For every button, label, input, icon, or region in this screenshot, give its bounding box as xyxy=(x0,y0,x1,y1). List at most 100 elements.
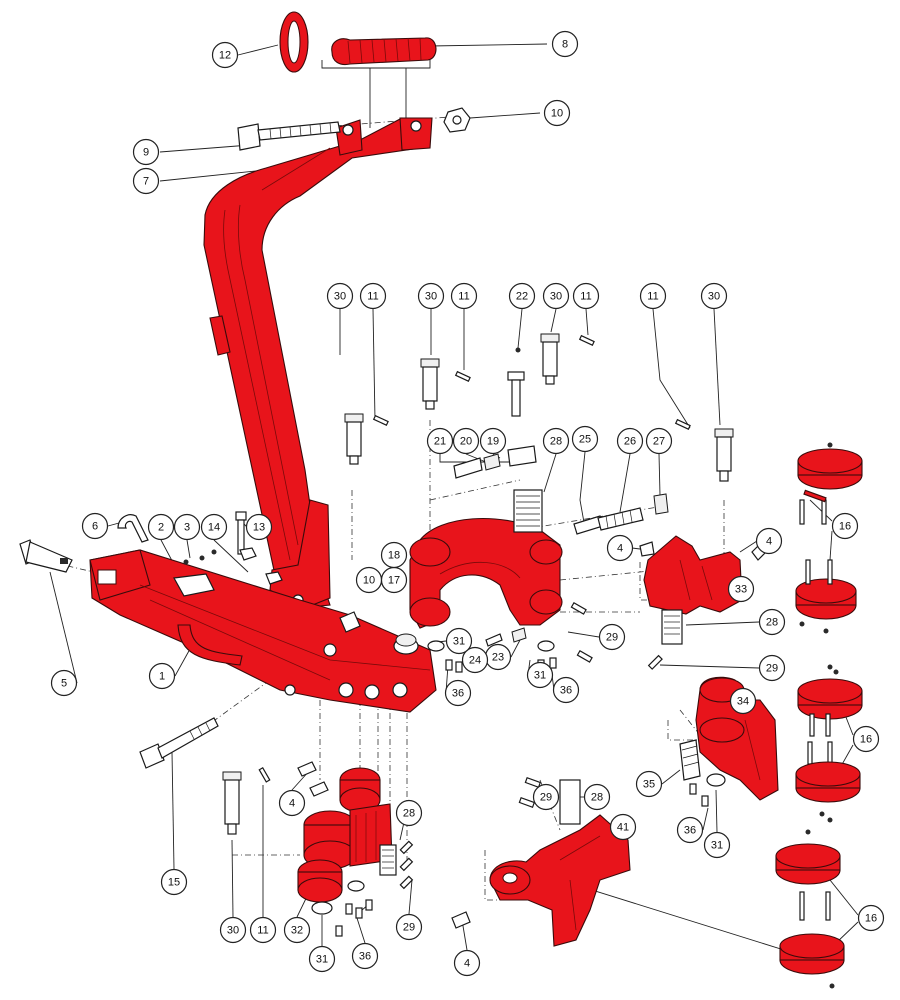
callout-circle xyxy=(417,282,445,310)
callout-circle xyxy=(426,427,454,455)
callout-circle xyxy=(542,282,570,310)
callout-circle xyxy=(308,945,336,973)
callout-number: 35 xyxy=(643,779,655,791)
callout-30: 30 xyxy=(700,282,728,310)
callout-circle xyxy=(132,167,160,195)
callout-9: 9 xyxy=(132,138,160,166)
callout-circle xyxy=(729,687,757,715)
callout-circle xyxy=(173,513,201,541)
callout-35: 35 xyxy=(635,770,663,798)
callout-number: 30 xyxy=(334,291,346,303)
right-jaw-upper xyxy=(639,535,767,670)
callout-circle xyxy=(645,427,673,455)
callout-number: 11 xyxy=(580,291,591,303)
callout-11: 11 xyxy=(639,282,667,310)
callout-number: 31 xyxy=(316,954,328,966)
callout-number: 10 xyxy=(551,108,563,120)
callout-number: 16 xyxy=(860,734,872,746)
callout-number: 36 xyxy=(560,685,572,697)
callout-circle xyxy=(727,575,755,603)
callout-circle xyxy=(461,646,489,674)
callout-34: 34 xyxy=(729,687,757,715)
callout-number: 11 xyxy=(257,925,268,937)
callout-32: 32 xyxy=(283,916,311,944)
callout-circle xyxy=(526,661,554,689)
callout-circle xyxy=(351,942,379,970)
callout-18: 18 xyxy=(380,541,408,569)
callout-circle xyxy=(572,282,600,310)
callout-29: 29 xyxy=(395,913,423,941)
left-jaw-assembly xyxy=(297,761,414,937)
callout-36: 36 xyxy=(552,676,580,704)
callout-number: 19 xyxy=(487,436,499,448)
callout-number: 29 xyxy=(606,632,618,644)
callout-number: 5 xyxy=(61,678,67,690)
callout-number: 31 xyxy=(711,840,723,852)
callout-circle xyxy=(278,789,306,817)
callout-circle xyxy=(551,30,579,58)
callout-number: 33 xyxy=(735,584,747,596)
callout-number: 6 xyxy=(92,521,98,533)
callout-circle xyxy=(81,512,109,540)
hinge-pins xyxy=(222,333,734,835)
callout-circle xyxy=(395,913,423,941)
callout-25: 25 xyxy=(571,425,599,453)
callout-number: 10 xyxy=(363,575,375,587)
callout-5: 5 xyxy=(50,669,78,697)
callout-circle xyxy=(571,425,599,453)
callout-circle xyxy=(50,669,78,697)
lever-arm xyxy=(203,117,433,611)
callout-number: 18 xyxy=(388,550,400,562)
callout-number: 15 xyxy=(168,877,180,889)
callout-14: 14 xyxy=(200,513,228,541)
main-body xyxy=(89,511,437,713)
callout-number: 14 xyxy=(208,522,220,534)
callout-circle xyxy=(616,427,644,455)
callout-1: 1 xyxy=(148,662,176,690)
callout-circle xyxy=(479,427,507,455)
callout-number: 16 xyxy=(839,521,851,533)
callout-41: 41 xyxy=(609,813,637,841)
callout-circle xyxy=(219,916,247,944)
callout-number: 28 xyxy=(403,808,415,820)
callout-number: 32 xyxy=(291,925,303,937)
small-parts-center xyxy=(339,601,593,673)
callout-number: 34 xyxy=(737,696,749,708)
callout-number: 11 xyxy=(367,291,378,303)
callout-16: 16 xyxy=(857,904,885,932)
callout-26: 26 xyxy=(616,427,644,455)
callout-number: 29 xyxy=(766,663,778,675)
callout-4: 4 xyxy=(606,534,634,562)
callout-11: 11 xyxy=(572,282,600,310)
callout-number: 4 xyxy=(464,958,470,970)
callout-number: 21 xyxy=(434,436,446,448)
left-pin xyxy=(19,514,149,573)
callout-number: 28 xyxy=(591,792,603,804)
callout-circle xyxy=(755,527,783,555)
callout-36: 36 xyxy=(676,816,704,844)
callout-circle xyxy=(606,534,634,562)
callout-15: 15 xyxy=(160,868,188,896)
callout-11: 11 xyxy=(249,916,277,944)
callout-3: 3 xyxy=(173,513,201,541)
callout-11: 11 xyxy=(359,282,387,310)
callout-10: 10 xyxy=(543,99,571,127)
callout-28: 28 xyxy=(758,608,786,636)
callout-number: 30 xyxy=(550,291,562,303)
callout-number: 11 xyxy=(647,291,658,303)
callout-circle xyxy=(444,679,472,707)
callout-29: 29 xyxy=(598,623,626,651)
callout-31: 31 xyxy=(703,831,731,859)
callout-22: 22 xyxy=(508,282,536,310)
callout-circle xyxy=(283,916,311,944)
callout-number: 28 xyxy=(766,617,778,629)
callout-number: 36 xyxy=(684,825,696,837)
callout-circle xyxy=(508,282,536,310)
callout-circle xyxy=(445,627,473,655)
hinge-jaw xyxy=(409,445,669,629)
callout-circle xyxy=(583,783,611,811)
callout-number: 30 xyxy=(227,925,239,937)
